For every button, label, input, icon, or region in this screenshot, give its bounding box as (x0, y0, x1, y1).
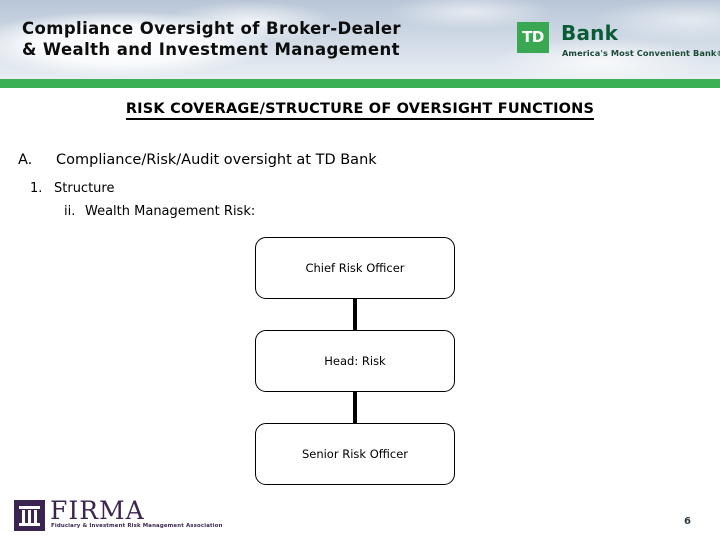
firma-wordmark: FIRMA (50, 496, 145, 525)
outline-item-ii: ii. Wealth Management Risk: (0, 204, 720, 219)
td-tagline: America's Most Convenient Bank® (562, 48, 720, 58)
org-chart-connector-1 (353, 299, 357, 330)
org-chart-node-head-risk: Head: Risk (255, 330, 455, 392)
slide-header-band (0, 0, 720, 79)
header-green-divider (0, 79, 720, 88)
org-chart-node-chief-risk-officer: Chief Risk Officer (255, 237, 455, 299)
page-number: 6 (684, 516, 691, 527)
outline-marker-1: 1. (30, 181, 43, 196)
column-base (19, 523, 40, 526)
firma-logo: FIRMA Fiduciary & Investment Risk Manage… (14, 496, 222, 533)
firma-column-icon (14, 500, 45, 531)
column-shaft-2 (28, 510, 31, 523)
outline-marker-a: A. (18, 152, 33, 168)
column-shaft-1 (22, 510, 25, 523)
td-bank-logo: TD Bank America's Most Convenient Bank® (517, 21, 720, 67)
section-heading: RISK COVERAGE/STRUCTURE OF OVERSIGHT FUN… (0, 101, 720, 120)
td-wordmark: Bank (561, 21, 619, 45)
org-chart-connector-2 (353, 392, 357, 423)
section-heading-text: RISK COVERAGE/STRUCTURE OF OVERSIGHT FUN… (125, 101, 595, 120)
org-chart-node-senior-risk-officer: Senior Risk Officer (255, 423, 455, 485)
outline-item-a: A. Compliance/Risk/Audit oversight at TD… (0, 152, 720, 168)
outline-text-ii: Wealth Management Risk: (85, 204, 256, 219)
column-shaft-3 (34, 510, 37, 523)
firma-tagline: Fiduciary & Investment Risk Management A… (51, 523, 223, 529)
outline-item-1: 1. Structure (0, 181, 720, 196)
outline-text-a: Compliance/Risk/Audit oversight at TD Ba… (56, 152, 377, 168)
outline-list: A. Compliance/Risk/Audit oversight at TD… (0, 152, 720, 219)
org-chart: Chief Risk Officer Head: Risk Senior Ris… (255, 237, 457, 486)
column-capital (19, 506, 40, 509)
td-monogram-label: TD (522, 28, 544, 46)
outline-marker-ii: ii. (64, 204, 76, 219)
slide-header-title: Compliance Oversight of Broker-Dealer & … (22, 19, 401, 59)
outline-text-1: Structure (54, 181, 115, 196)
td-monogram-icon: TD (517, 22, 549, 53)
